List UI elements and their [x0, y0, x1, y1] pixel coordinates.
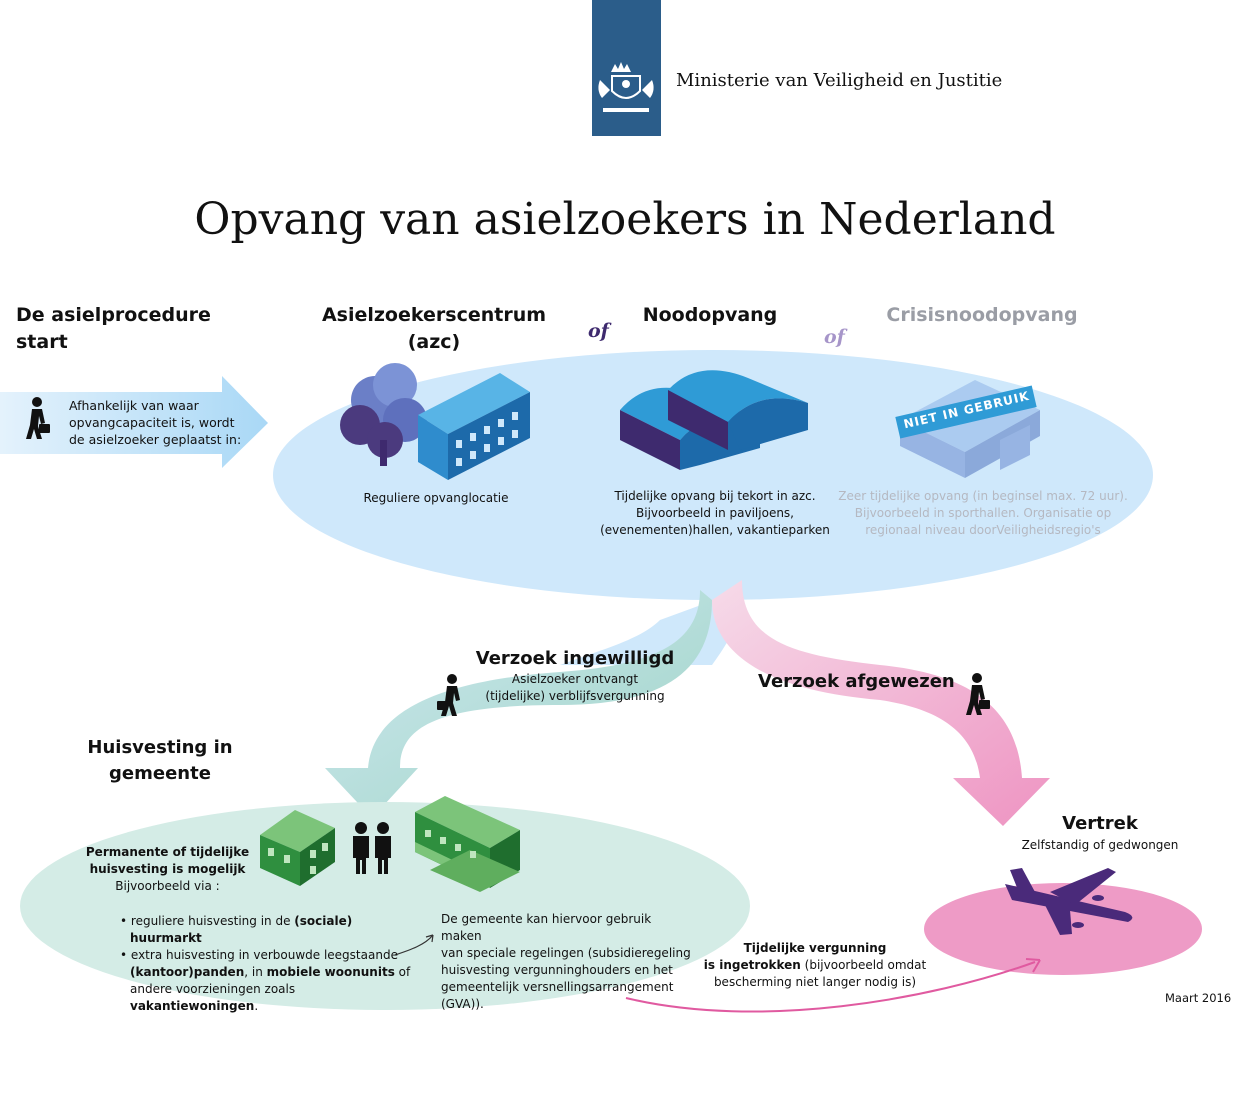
airplane-icon: [1005, 868, 1133, 935]
housing-intro: Permanente of tijdelijke huisvesting is …: [85, 845, 250, 893]
house-icon: [260, 810, 335, 886]
departure-heading: Vertrek: [1062, 813, 1138, 834]
granted-heading: Verzoek ingewilligd: [475, 648, 675, 669]
walking-person-icon: [437, 674, 460, 716]
noodopvang-caption: Tijdelijke opvang bij tekort in azc.Bijv…: [600, 489, 830, 537]
granted-block: Verzoek ingewilligd Asielzoeker ontvangt…: [440, 647, 710, 705]
pavilion-tents-icon: [620, 370, 808, 470]
ministry-name: Ministerie van Veiligheid en Justitie: [676, 70, 1003, 91]
list-item: extra huisvesting in verbouwde leegstaan…: [118, 947, 418, 1015]
departure-subtitle: Zelfstandig of gedwongen: [1021, 838, 1179, 852]
tree-icon: [340, 363, 427, 466]
date-label: Maart 2016: [1165, 991, 1232, 1005]
rejected-heading: Verzoek afgewezen: [758, 671, 955, 692]
page-title: Opvang van asielzoekers in Nederland: [194, 194, 1056, 245]
revoked-arrow: [625, 961, 1036, 1013]
azc-building-icon: [418, 373, 530, 480]
crisis-caption: Zeer tijdelijke opvang (in beginsel max.…: [838, 489, 1128, 537]
two-people-icon: [353, 822, 391, 874]
walking-person-icon: [26, 397, 50, 439]
rejected-arrow: [712, 580, 1050, 826]
apartment-building-icon: [415, 796, 520, 892]
noodopvang-heading: Noodopvang: [642, 304, 778, 326]
revoked-text: Tijdelijke vergunning is ingetrokken (bi…: [703, 941, 927, 989]
not-in-use-banner: [895, 385, 1037, 439]
granted-arrow: [325, 590, 712, 818]
coat-of-arms-icon: [598, 62, 654, 112]
walking-person-icon: [966, 673, 990, 715]
azc-caption: Reguliere opvanglocatie: [363, 491, 509, 505]
or-label-1: of: [588, 320, 609, 342]
housing-options-list: reguliere huisvesting in de (sociale) hu…: [118, 913, 418, 1015]
list-item: reguliere huisvesting in de (sociale) hu…: [118, 913, 418, 947]
crisis-heading: Crisisnoodopvang: [886, 304, 1078, 326]
start-arrow: [0, 376, 268, 468]
azc-heading: Asielzoekerscentrum(azc): [321, 304, 547, 353]
or-label-2: of: [824, 326, 845, 348]
